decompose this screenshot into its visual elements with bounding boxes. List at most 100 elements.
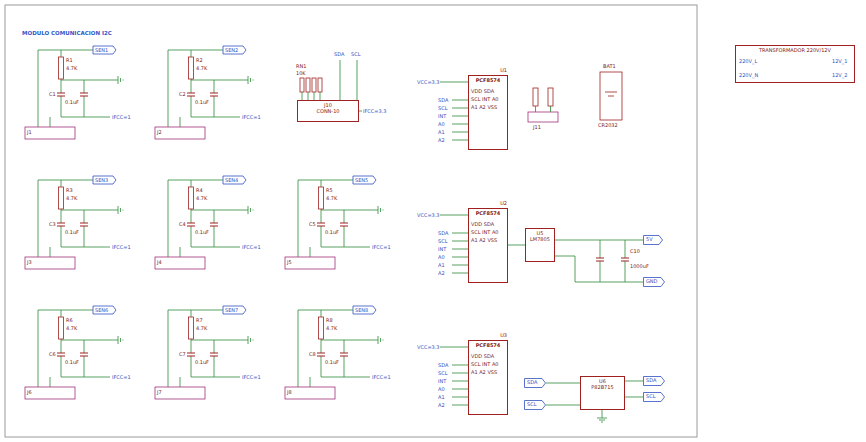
net-label: SCL [438,239,447,244]
net-label: SCL [351,52,360,57]
port-shape [525,401,546,410]
net-label: A1 [438,130,445,135]
part-text: CONN-10 [300,109,356,115]
net-label: A1 [438,263,445,268]
part-label: R2 [196,58,203,63]
net-label: SCL [438,371,447,376]
part-text: VDD SDA SCL INT A0 A1 A2 VSS [471,87,505,111]
part-text: PCF8574 [471,211,505,217]
ic-chip: U3PCF8574VDD SDA SCL INT A0 A1 A2 VSS [468,340,508,415]
port-flag: SDA [524,378,546,388]
net-label: 220V_N [739,73,758,78]
net-label: IFCC=1 [242,115,261,120]
net-label: VCC=3.3 [417,80,440,85]
net-label: 12V_2 [832,73,847,78]
ref-label: SDA [646,378,659,384]
part-label: 0.1uF [325,360,339,365]
part-label: 0.1uF [65,360,79,365]
part-label: R4 [196,188,203,193]
part-label: J6 [27,390,32,395]
part-label: C8 [309,352,316,357]
part-label: J11 [533,125,541,130]
ground-symbol [597,410,607,422]
net-label: 220V_L [739,59,757,64]
net-label: INT [438,247,446,252]
part-label: J5 [287,260,292,265]
ref-label: U3 [500,333,507,339]
part-label: J7 [157,390,162,395]
port-shape [644,393,665,402]
net-label: SDA [438,231,448,236]
part-label: 0.1uF [195,360,209,365]
ref-label: 5V [646,237,657,243]
part-text: P82B715 [583,385,622,391]
sensor-circuit [155,306,253,399]
part-label: C10 [630,249,640,254]
part-label: 0.1uF [195,100,209,105]
capacitor-symbol [596,240,629,282]
part-text: PCF8574 [471,78,505,84]
net-label: IFCC=1 [242,375,261,380]
sensor-circuit [285,176,383,269]
sheet-frame [5,5,697,437]
part-label: J8 [287,390,292,395]
part-label: C3 [49,222,56,227]
net-label: INT [438,114,446,119]
port-flag: GND [643,277,665,287]
sensor-circuit [25,306,123,399]
sensor-circuit [285,306,383,399]
net-label: A1 [438,395,445,400]
wire [555,256,643,282]
net-label: IFCC=1 [112,245,131,250]
ref-label: GND [646,279,659,285]
port-flag: SCL [643,392,665,402]
part-label: 0.1uF [325,230,339,235]
net-label: A0 [438,122,445,127]
part-label: J2 [157,130,162,135]
net-label: SEN7 [225,308,238,313]
port-flag: 5V [643,235,663,245]
net-label: A2 [438,271,445,276]
part-label: C6 [49,352,56,357]
part-label: C4 [179,222,186,227]
part-label: 4.7K [196,326,207,331]
net-label: SDA [334,52,344,57]
ref-label: U1 [500,68,507,74]
part-label: 4.7K [66,196,77,201]
part-label: 4.7K [326,326,337,331]
wire [546,383,580,384]
wire [546,405,580,406]
port-flag: SDA [643,376,665,386]
part-label: C7 [179,352,186,357]
sensor-circuit [155,46,253,139]
component-box: U6P82B715 [580,376,625,410]
component-box: J10CONN-10 [297,100,359,122]
port-shape [644,377,665,386]
sensor-circuit [25,46,123,139]
battery-symbol [600,72,622,120]
port-shape [644,278,665,287]
port-shape [644,236,663,245]
part-label: 1000uF [630,264,649,269]
port-shape [525,379,546,388]
part-label: R8 [326,318,333,323]
part-label: J1 [27,130,32,135]
net-label: SEN1 [95,48,108,53]
part-label: 4.7K [66,326,77,331]
ic-chip: U1PCF8574VDD SDA SCL INT A0 A1 A2 VSS [468,75,508,150]
net-label: IFCC=1 [242,245,261,250]
wire [508,245,525,246]
part-label: 4.7K [196,196,207,201]
net-label: SEN4 [225,178,238,183]
net-label: SCL [438,106,447,111]
part-label: R3 [66,188,73,193]
part-text: VDD SDA SCL INT A0 A1 A2 VSS [471,220,505,244]
net-label: IFCC=1 [372,245,391,250]
part-label: C2 [179,92,186,97]
component-box: U5LM7805 [525,228,555,262]
ic-chip: U2PCF8574VDD SDA SCL INT A0 A1 A2 VSS [468,208,508,283]
part-label: 0.1uF [65,100,79,105]
net-label: A2 [438,403,445,408]
part-label: BAT1 [603,64,616,69]
net-label: IFCC=1 [112,115,131,120]
